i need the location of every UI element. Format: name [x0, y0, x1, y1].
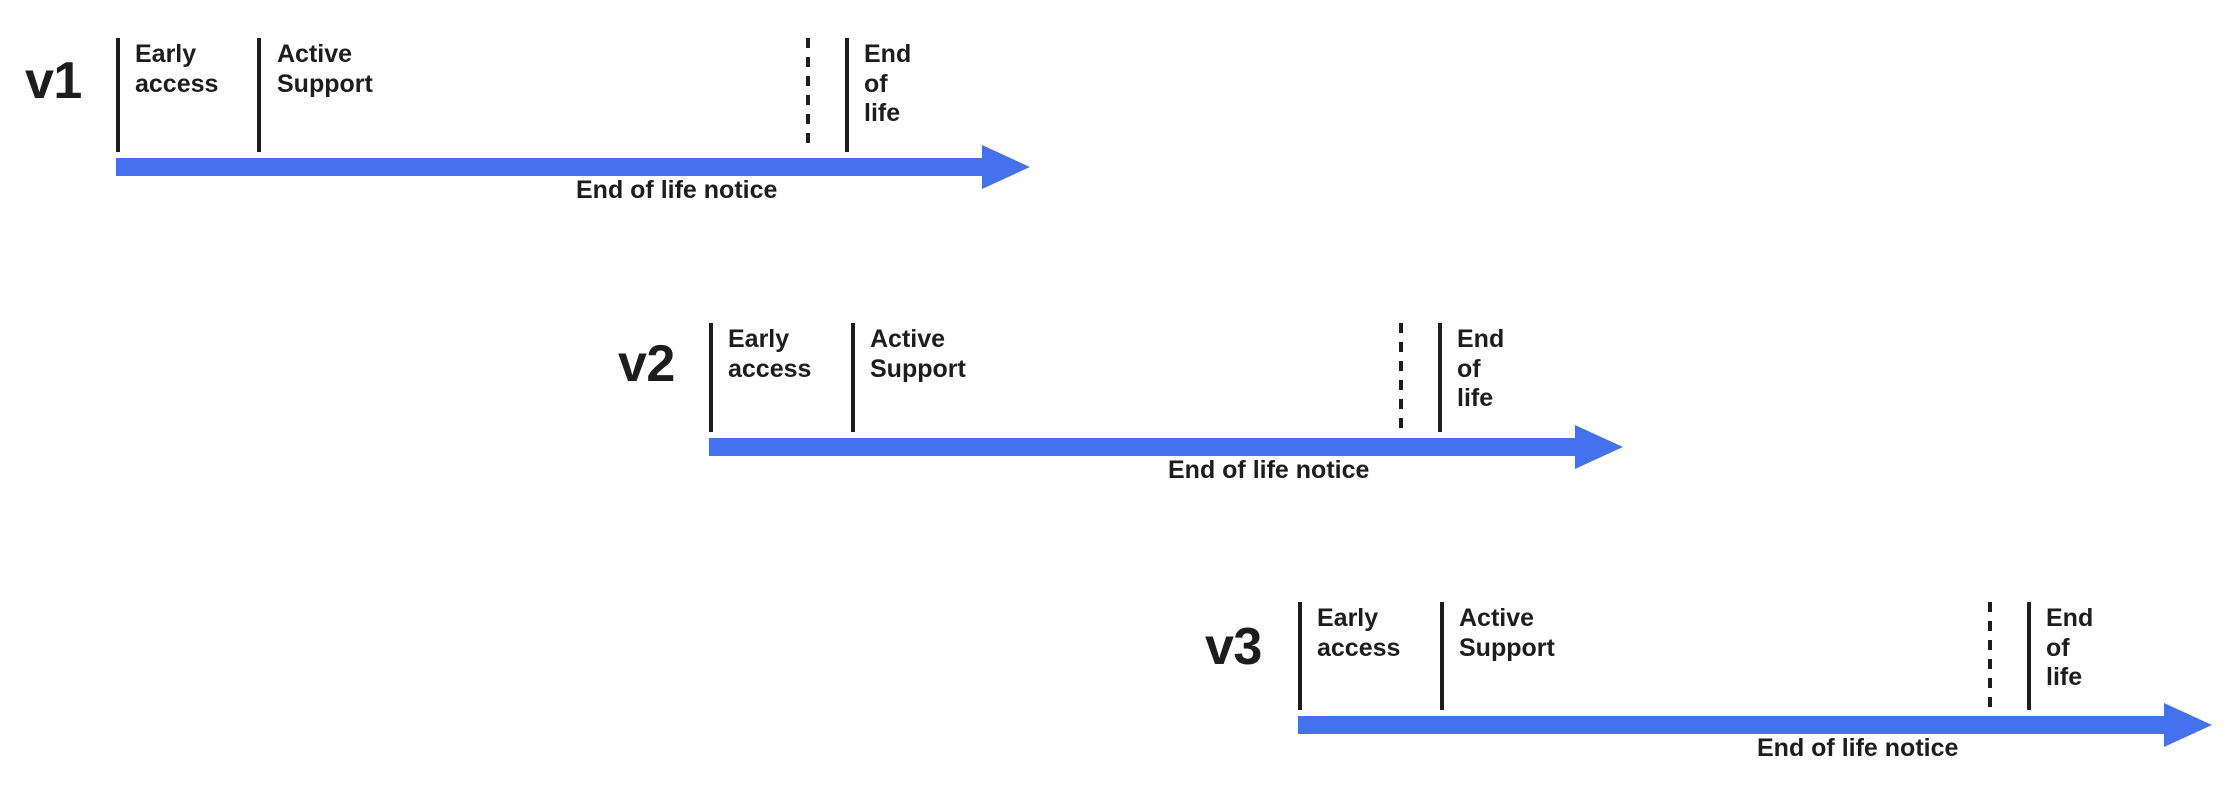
phase-divider-end-of-life-start-v2: [1438, 323, 1442, 432]
phase-label-early-access-v1: Early access: [135, 40, 219, 98]
version-label-v1: v1: [25, 52, 82, 110]
eol-notice-marker-v1: [806, 38, 810, 152]
phase-divider-active-support-start-v2: [851, 323, 855, 432]
timeline-axis-arrow-v3: [1298, 703, 2212, 752]
phase-divider-early-access-start-v1: [116, 38, 120, 152]
phase-divider-end-of-life-start-v3: [2027, 602, 2031, 710]
eol-notice-marker-v2: [1399, 323, 1403, 432]
timeline-axis-arrow-v2: [709, 425, 1623, 474]
phase-divider-active-support-start-v3: [1440, 602, 1444, 710]
phase-divider-early-access-start-v3: [1298, 602, 1302, 710]
version-label-v2: v2: [618, 335, 675, 393]
phase-label-end-of-life-v3: End of life: [2046, 604, 2094, 691]
eol-notice-label-v2: End of life notice: [1168, 456, 1370, 484]
phase-label-end-of-life-v1: End of life: [864, 40, 912, 127]
phase-divider-end-of-life-start-v1: [845, 38, 849, 152]
phase-divider-early-access-start-v2: [709, 323, 713, 432]
phase-label-active-support-v3: Active Support: [1459, 604, 1555, 662]
phase-divider-active-support-start-v1: [257, 38, 261, 152]
phase-label-active-support-v1: Active Support: [277, 40, 373, 98]
timeline-axis-arrow-v1: [116, 145, 1030, 194]
eol-notice-label-v3: End of life notice: [1757, 734, 1959, 762]
phase-label-early-access-v3: Early access: [1317, 604, 1401, 662]
eol-notice-marker-v3: [1988, 602, 1992, 710]
version-label-v3: v3: [1205, 618, 1262, 676]
eol-notice-label-v1: End of life notice: [576, 176, 778, 204]
phase-label-early-access-v2: Early access: [728, 325, 812, 383]
phase-label-active-support-v2: Active Support: [870, 325, 966, 383]
phase-label-end-of-life-v2: End of life: [1457, 325, 1505, 412]
